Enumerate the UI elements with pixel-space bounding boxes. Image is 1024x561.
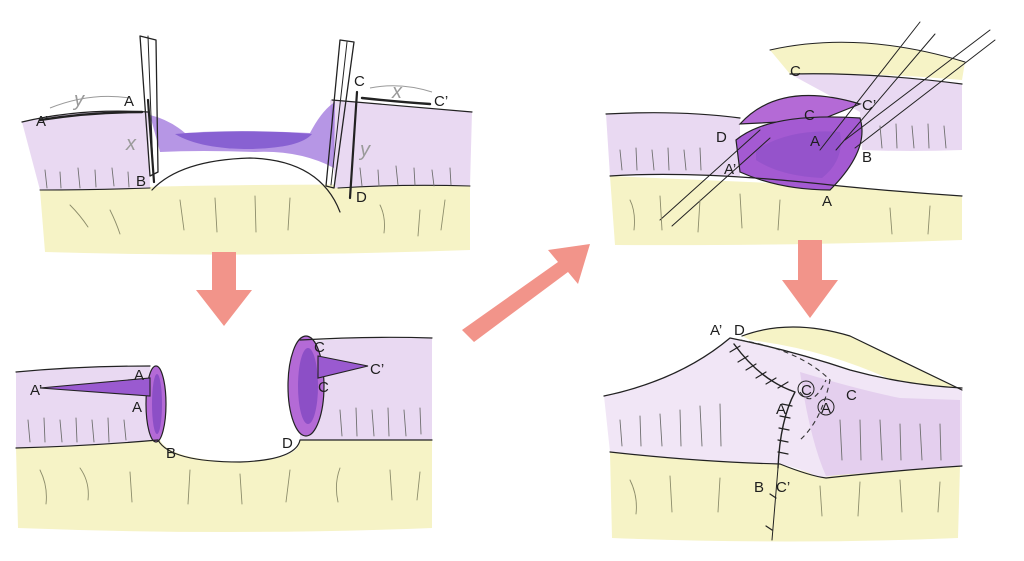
skin-layer (330, 100, 472, 188)
label-c: C (314, 339, 325, 356)
incision-top-right (360, 96, 432, 106)
label-c: C (790, 63, 801, 80)
dashed-flap-outline (739, 339, 831, 441)
fat-layer (770, 42, 965, 80)
skin-texture (44, 165, 452, 189)
midline (771, 467, 779, 541)
triangular-flap (317, 355, 369, 379)
panel-top-right: C C C’ A D A’ B A (605, 21, 996, 246)
label-c: C (804, 107, 815, 124)
circle-marker (797, 380, 815, 398)
fat-layer (16, 440, 432, 532)
label-d: D (356, 189, 367, 206)
label-c-prime: C’ (370, 361, 384, 378)
dermis-line (337, 184, 471, 189)
forceps (819, 21, 996, 151)
label-a: A (822, 193, 832, 210)
fat-texture (629, 475, 941, 517)
label-c: C (846, 387, 857, 404)
forceps-left (139, 35, 159, 177)
incision-top-left (38, 110, 144, 122)
skin-layer (22, 111, 150, 190)
label-c-prime: C’ (776, 479, 790, 496)
label-y: y (358, 139, 371, 161)
label-a: A (132, 399, 142, 416)
forceps (659, 129, 771, 227)
label-a-prime: A’ (710, 322, 722, 339)
label-a-circled: A (821, 400, 831, 417)
arrow-down-right (782, 240, 838, 318)
circle-marker (817, 398, 835, 416)
y-bracket-left (49, 95, 131, 109)
forceps-right (325, 39, 355, 189)
skin-surface (331, 99, 473, 113)
fat-layer (40, 184, 470, 255)
fat-texture (39, 467, 421, 505)
arrow-down-left (196, 252, 252, 326)
panel-top-left: A’ y A x B C x C’ y D (21, 35, 473, 255)
label-c: C (318, 379, 329, 396)
label-a: A (124, 93, 134, 110)
label-c: C (354, 73, 365, 90)
fat-texture (629, 193, 931, 235)
label-a-prime: A’ (30, 382, 42, 399)
arrow-diagonal (462, 244, 590, 342)
x-bracket-right (369, 85, 433, 93)
triangular-flap (39, 377, 151, 397)
label-x: x (125, 133, 137, 155)
label-c-prime: C’ (862, 97, 876, 114)
label-a-prime: A’ (36, 113, 48, 130)
skin-layer (790, 73, 962, 151)
suture-stitches (729, 345, 793, 531)
label-a: A (776, 401, 786, 418)
label-b: B (136, 173, 146, 190)
fat-layer (610, 452, 960, 542)
label-d: D (716, 129, 727, 146)
label-b: B (754, 479, 764, 496)
skin-texture (619, 403, 942, 461)
label-d: D (734, 322, 745, 339)
skin-texture (619, 123, 947, 171)
label-a: A (810, 133, 820, 150)
label-a: A (134, 367, 144, 384)
label-b: B (166, 445, 176, 462)
panel-bottom-left: A’ A A B C C’ C D (15, 335, 433, 532)
skin-texture (27, 407, 422, 443)
fat-layer (742, 327, 962, 390)
label-c-prime: C’ (434, 93, 448, 110)
label-b: B (862, 149, 872, 166)
label-d: D (282, 435, 293, 452)
incision-left (146, 98, 156, 184)
label-c-circled: C (801, 382, 812, 399)
wound-bed (175, 131, 312, 149)
panel-bottom-right: A’ D C A A C B C’ (603, 322, 963, 542)
label-x: x (391, 81, 403, 103)
dermis-line (39, 187, 151, 191)
suture-line (733, 343, 796, 469)
fat-texture (69, 195, 446, 237)
skin-layer (606, 112, 740, 176)
incision-right (348, 90, 359, 200)
label-a-prime: A’ (724, 161, 736, 178)
label-y: y (72, 89, 85, 111)
transposed-flap (738, 94, 862, 125)
contracture-dome (151, 157, 341, 213)
